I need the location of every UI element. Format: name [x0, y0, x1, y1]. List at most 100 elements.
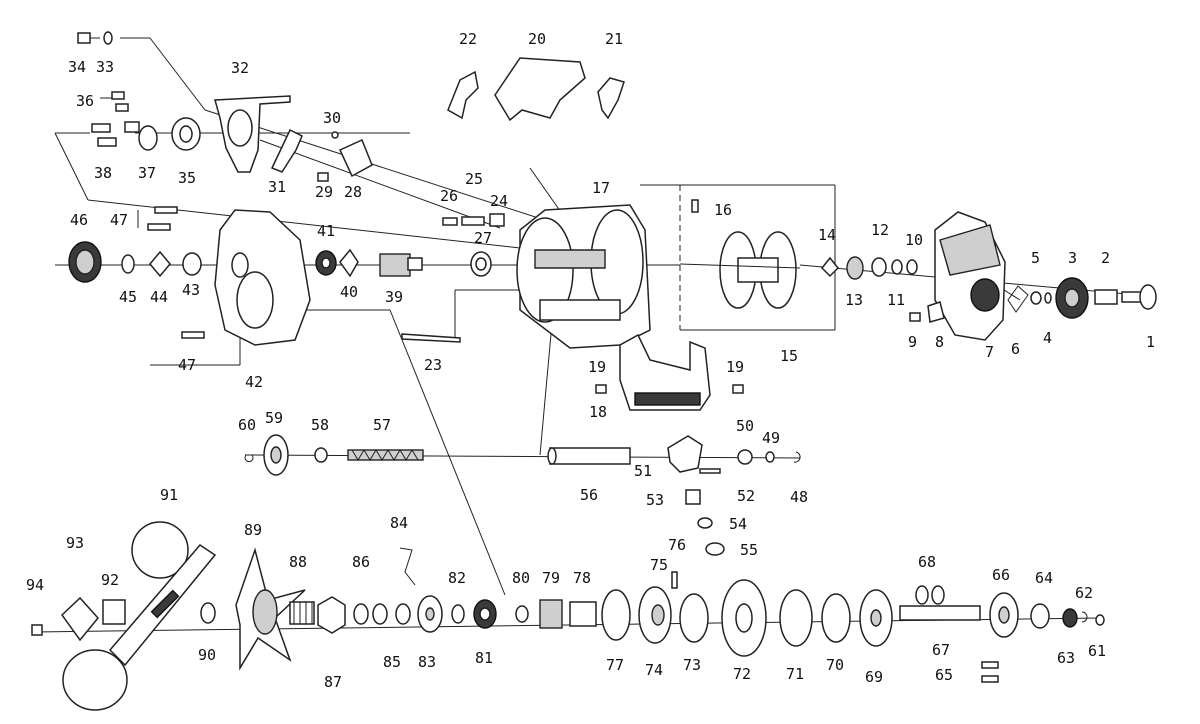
pin-16 — [691, 199, 699, 213]
washer-73 — [679, 593, 709, 643]
label-28: 28 — [344, 183, 362, 201]
label-93: 93 — [66, 534, 84, 552]
label-91: 91 — [160, 486, 178, 504]
screw-29 — [317, 172, 329, 182]
label-75: 75 — [650, 556, 668, 574]
star-drag-89 — [235, 547, 306, 671]
label-12: 12 — [871, 221, 889, 239]
bushing-58 — [314, 447, 328, 463]
label-35: 35 — [178, 169, 196, 187]
label-88: 88 — [289, 553, 307, 571]
screws-47 — [137, 206, 178, 231]
label-77: 77 — [606, 656, 624, 674]
sideplate-42 — [214, 209, 311, 346]
label-5: 5 — [1031, 249, 1040, 267]
label-30: 30 — [323, 109, 341, 127]
washer-43 — [182, 252, 202, 276]
label-94: 94 — [26, 576, 44, 594]
label-87: 87 — [324, 673, 342, 691]
label-38: 38 — [94, 164, 112, 182]
washer-71 — [779, 589, 813, 647]
screw-94 — [31, 624, 43, 636]
plate-44 — [149, 250, 171, 278]
label-32: 32 — [231, 59, 249, 77]
main-gear-72 — [721, 579, 767, 657]
label-41: 41 — [317, 222, 335, 240]
plate-77 — [601, 589, 631, 641]
label-73: 73 — [683, 656, 701, 674]
label-53: 53 — [646, 491, 664, 509]
label-56: 56 — [580, 486, 598, 504]
label-21: 21 — [605, 30, 623, 48]
label-59: 59 — [265, 409, 283, 427]
clip-62 — [1081, 611, 1088, 623]
tube-56 — [547, 447, 631, 465]
washer-90 — [200, 602, 216, 624]
bearing-81 — [473, 599, 497, 629]
bearing-27 — [470, 251, 492, 277]
ring-10 — [906, 259, 918, 275]
label-44: 44 — [150, 288, 168, 306]
label-22: 22 — [459, 30, 477, 48]
washer-49 — [765, 451, 775, 463]
cap-24 — [489, 213, 505, 227]
label-36: 36 — [76, 92, 94, 110]
washer-80 — [515, 605, 529, 623]
label-66: 66 — [992, 566, 1010, 584]
label-48: 48 — [790, 488, 808, 506]
gear-59 — [263, 434, 289, 476]
label-74: 74 — [645, 661, 663, 679]
washer-86 — [353, 603, 369, 625]
gear-66 — [989, 592, 1019, 638]
lever-31 — [270, 128, 303, 173]
spool-15 — [679, 231, 801, 309]
label-84: 84 — [390, 514, 408, 532]
ring-11 — [891, 259, 903, 275]
label-82: 82 — [448, 569, 466, 587]
label-16: 16 — [714, 201, 732, 219]
label-80: 80 — [512, 569, 530, 587]
worm-shaft-57 — [347, 449, 424, 461]
label-27: 27 — [474, 229, 492, 247]
side-plate-32 — [214, 95, 291, 173]
label-26: 26 — [440, 187, 458, 205]
label-23: 23 — [424, 356, 442, 374]
washer-33 — [103, 31, 113, 45]
plate-93 — [61, 596, 99, 642]
clip-6 — [1007, 285, 1029, 313]
label-71: 71 — [786, 665, 804, 683]
clip-14 — [820, 256, 840, 278]
label-4: 4 — [1043, 329, 1052, 347]
label-65: 65 — [935, 666, 953, 684]
label-13: 13 — [845, 291, 863, 309]
ratchet-83 — [417, 595, 443, 633]
label-72: 72 — [733, 665, 751, 683]
label-67: 67 — [932, 641, 950, 659]
clip-40 — [339, 248, 359, 278]
side-guard-22 — [447, 70, 479, 120]
sleeve-78 — [569, 601, 597, 627]
label-20: 20 — [528, 30, 546, 48]
label-8: 8 — [935, 333, 944, 351]
bushing-50 — [737, 449, 753, 465]
label-9: 9 — [908, 333, 917, 351]
screw-34 — [77, 32, 100, 44]
clip-48 — [793, 451, 801, 463]
label-90: 90 — [198, 646, 216, 664]
label-64: 64 — [1035, 569, 1053, 587]
label-60: 60 — [238, 416, 256, 434]
label-86: 86 — [352, 553, 370, 571]
label-92: 92 — [101, 571, 119, 589]
label-40: 40 — [340, 283, 358, 301]
label-83: 83 — [418, 653, 436, 671]
label-19-left: 19 — [588, 358, 606, 376]
side-guard-21 — [597, 77, 625, 120]
ratchet-69 — [859, 589, 893, 647]
washer-82 — [451, 604, 465, 624]
label-43: 43 — [182, 281, 200, 299]
bearing-13 — [846, 256, 864, 280]
label-6: 6 — [1011, 340, 1020, 358]
label-78: 78 — [573, 569, 591, 587]
ring-12 — [871, 257, 887, 277]
label-34: 34 — [68, 58, 86, 76]
